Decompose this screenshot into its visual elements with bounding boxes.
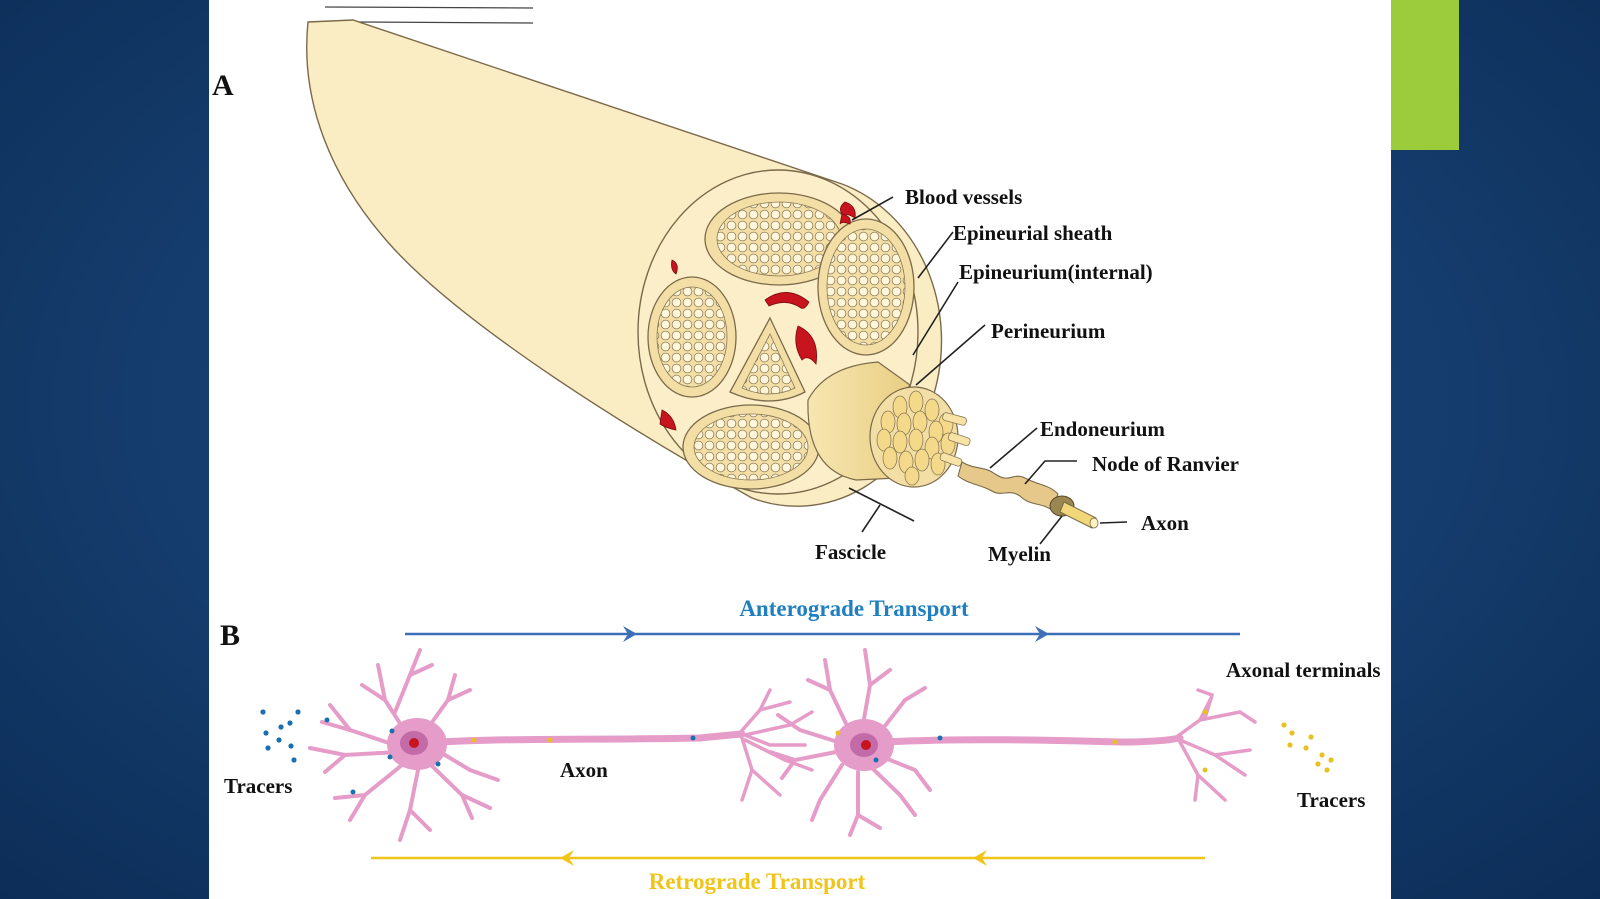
- label-axonal-terminals: Axonal terminals: [1226, 658, 1381, 682]
- nerve-fiber: [957, 461, 1099, 529]
- retrograde-label: Retrograde Transport: [649, 869, 866, 894]
- label-tracers-right: Tracers: [1297, 788, 1365, 812]
- accent-bar: [1391, 0, 1459, 150]
- anterograde-arrow: [405, 626, 1240, 642]
- tracers-left-dots: [260, 709, 301, 763]
- neuron-left: [308, 648, 814, 842]
- label-axon-b: Axon: [560, 758, 608, 782]
- label-epineurium-internal: Epineurium(internal): [959, 260, 1153, 284]
- panel-a-label: A: [212, 69, 234, 102]
- tracers-right-dots: [1281, 722, 1334, 773]
- leader-lines-a: [848, 196, 1128, 545]
- tracer-particles-on-neurons: [324, 709, 1208, 795]
- label-blood-vessels: Blood vessels: [905, 185, 1022, 209]
- retrograde-arrow: [371, 850, 1205, 866]
- top-leader-lines: [324, 6, 534, 24]
- label-node-of-ranvier: Node of Ranvier: [1092, 452, 1239, 476]
- fascicle-group: [647, 192, 915, 490]
- anterograde-label: Anterograde Transport: [739, 596, 969, 621]
- panel-b-label: B: [220, 619, 240, 652]
- label-perineurium: Perineurium: [991, 319, 1106, 343]
- label-endoneurium: Endoneurium: [1040, 417, 1165, 441]
- label-axon-a: Axon: [1141, 511, 1189, 535]
- label-fascicle: Fascicle: [815, 540, 886, 564]
- label-epineurial-sheath: Epineurial sheath: [953, 221, 1113, 245]
- emerging-fascicle: [807, 361, 971, 488]
- neuron-right: [768, 648, 1257, 837]
- label-tracers-left: Tracers: [224, 774, 292, 798]
- label-myelin: Myelin: [988, 542, 1051, 566]
